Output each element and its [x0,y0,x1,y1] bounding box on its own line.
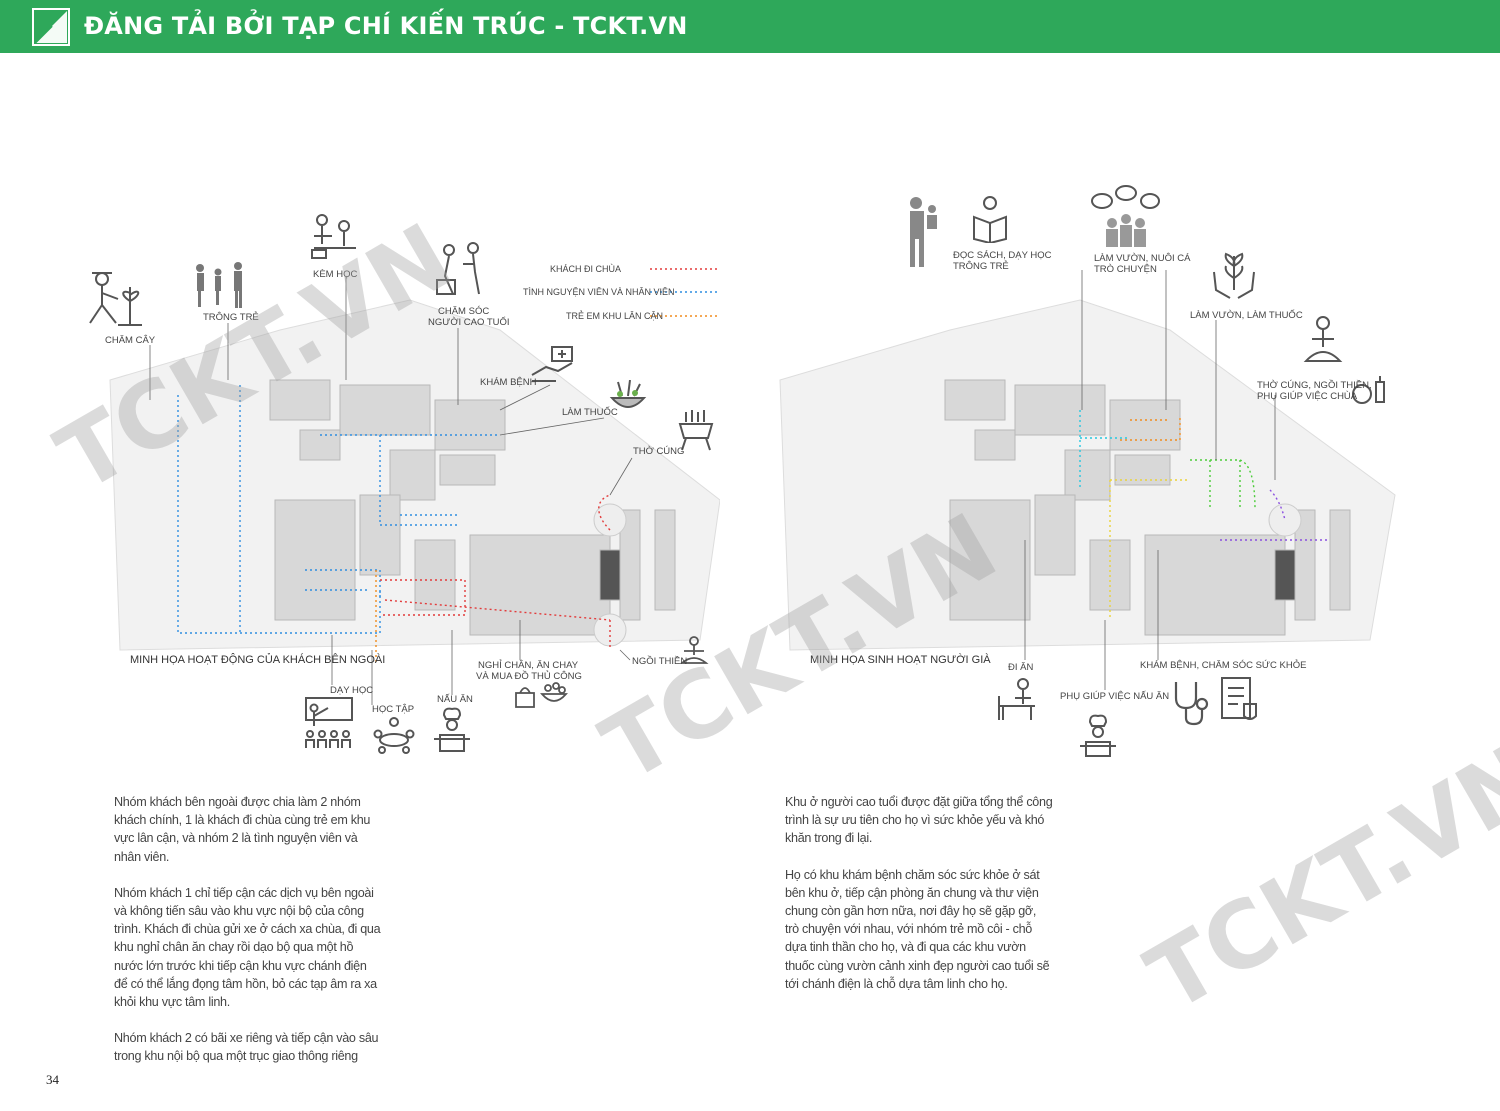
label-nghi-chan-1: NGHỈ CHÂN, ĂN CHAY [478,660,579,671]
label-tho-cung-1: THỜ CÚNG, NGỒI THIỀN, [1257,380,1372,391]
dining-table-icon [998,678,1035,720]
shopping-bag-icon [515,687,535,708]
legend-tinh-nguyen-vien: TÌNH NGUYỆN VIÊN VÀ NHÂN VIÊN [523,287,675,297]
right-paragraph-1: Khu ở người cao tuổi được đặt giữa tổng … [785,795,1053,846]
left-paragraph-1: Nhóm khách bên ngoài được chia làm 2 nhó… [114,795,371,864]
label-kem-hoc: KÈM HỌC [313,269,358,280]
elderly-care-icon [436,242,480,295]
label-kham-benh-cham-soc: KHÁM BỆNH, CHĂM SÓC SỨC KHỎE [1140,660,1307,671]
label-cham-soc-1: CHĂM SÓC [438,306,490,317]
left-paragraph-2: Nhóm khách 1 chỉ tiếp cận các dịch vụ bê… [114,885,381,1010]
food-bowl-icon [540,682,568,702]
medical-hand-icon [531,346,573,382]
label-kham-benh: KHÁM BỆNH [480,377,537,388]
chef-cooking-icon [434,707,470,752]
label-ngoi-thien: NGỒI THIỀN [632,656,688,667]
stethoscope-icon [1174,682,1209,726]
right-diagram: ĐỌC SÁCH, DẠY HỌC TRÔNG TRẺ LÀM VƯỜN, NU… [770,180,1410,770]
meditation-monk-icon [1303,316,1343,362]
site-plan-left [109,268,720,705]
legend-tre-em: TRẺ EM KHU LÂN CẬN [566,311,664,321]
hands-plant-icon [1213,252,1255,299]
farmer-plant-icon [89,272,142,326]
right-diagram-caption: MINH HỌA SINH HOẠT NGƯỜI GIÀ [810,654,991,666]
meditation-icon [679,636,709,664]
page-number: 34 [46,1072,59,1087]
label-tho-cung-2: PHỤ GIÚP VIỆC CHÙA [1257,391,1358,402]
family-walking-icon [196,262,242,308]
label-lam-vuon-ca-2: TRÒ CHUYỆN [1094,264,1157,275]
label-lam-vuon-ca-1: LÀM VƯỜN, NUÔI CÁ [1094,253,1191,264]
temple-offering-icon [1352,376,1385,404]
chef-helper-icon [1080,714,1116,757]
label-lam-vuon-thuoc: LÀM VƯỜN, LÀM THUỐC [1190,310,1303,321]
label-cham-soc-2: NGƯỜI CAO TUỔI [428,317,510,328]
left-paragraph-3: Nhóm khách 2 có bãi xe riêng và tiếp cận… [114,1031,379,1064]
incense-altar-icon [678,410,714,451]
left-text-column: Nhóm khách bên ngoài được chia làm 2 nhó… [114,793,382,1084]
right-text-column: Khu ở người cao tuổi được đặt giữa tổng … [785,793,1053,1011]
left-diagram-caption: MINH HỌA HOẠT ĐỘNG CỦA KHÁCH BÊN NGOÀI [130,654,386,666]
tckt-logo-icon [32,8,70,46]
left-diagram: KHÁCH ĐI CHÙA TÌNH NGUYỆN VIÊN VÀ NHÂN V… [80,180,720,770]
label-trong-tre: TRÔNG TRẺ [203,312,259,323]
label-day-hoc: DẠY HỌC [330,685,374,696]
label-phu-giup: PHỤ GIÚP VIỆC NẤU ĂN [1060,691,1170,702]
herb-bowl-icon [609,380,647,408]
legend-khach-di-chua: KHÁCH ĐI CHÙA [550,264,622,274]
label-tho-cung: THỜ CÚNG [633,446,685,457]
teaching-board-icon [305,697,353,748]
label-di-an: ĐI ĂN [1008,662,1034,673]
health-checklist-icon [1221,677,1257,720]
right-paragraph-2: Họ có khu khám bệnh chăm sóc sức khỏe ở … [785,867,1050,991]
label-nau-an: NẤU ĂN [437,694,473,705]
label-hoc-tap: HỌC TẬP [372,704,415,715]
parent-child-icon [910,197,937,267]
label-cham-cay: CHĂM CÂY [105,335,156,346]
tutoring-icon [311,214,356,259]
group-study-icon [373,717,415,754]
chatting-group-icon [1091,185,1160,247]
label-lam-thuoc: LÀM THUỐC [562,407,618,418]
reading-book-icon [973,196,1007,243]
header-banner: ĐĂNG TẢI BỞI TẠP CHÍ KIẾN TRÚC - TCKT.VN [0,0,1500,53]
label-nghi-chan-2: VÀ MUA ĐỒ THỦ CÔNG [476,671,582,682]
label-doc-sach-1: ĐỌC SÁCH, DẠY HỌC [953,250,1052,261]
label-doc-sach-2: TRÔNG TRẺ [953,261,1009,272]
site-plan-right [779,270,1396,690]
banner-title[interactable]: ĐĂNG TẢI BỞI TẠP CHÍ KIẾN TRÚC - TCKT.VN [84,12,688,40]
